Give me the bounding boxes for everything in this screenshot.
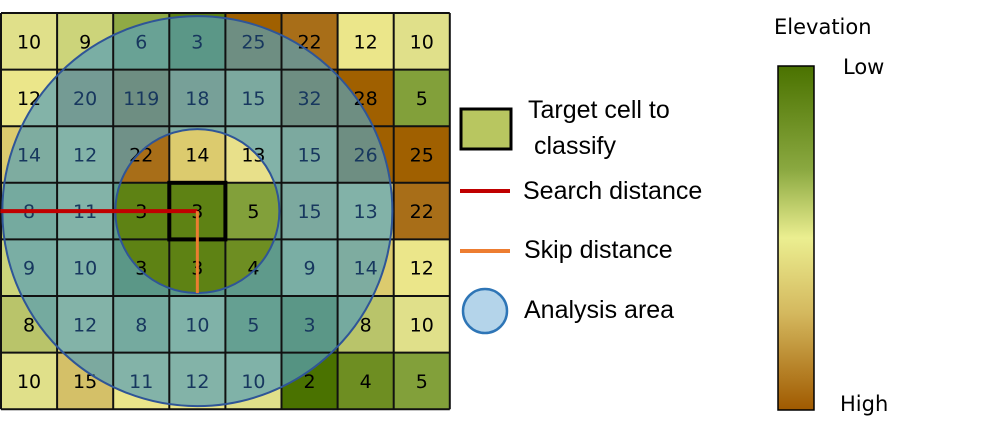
grid-cell-value: 8 bbox=[360, 314, 372, 336]
grid-cell-value: 119 bbox=[123, 88, 159, 110]
grid-cell-value: 8 bbox=[23, 314, 35, 336]
analysis-area-legend-icon bbox=[461, 287, 509, 335]
grid-cell-value: 15 bbox=[297, 201, 321, 223]
grid-cell-value: 20 bbox=[73, 88, 97, 110]
grid-cell-value: 26 bbox=[354, 145, 378, 167]
grid-cell bbox=[393, 182, 450, 240]
colorbar-high-label: High bbox=[840, 392, 889, 416]
grid-cell-value: 13 bbox=[354, 201, 378, 223]
grid-cell-value: 18 bbox=[185, 88, 209, 110]
grid-cell-value: 12 bbox=[185, 371, 209, 393]
elevation-colorbar bbox=[777, 65, 815, 411]
grid-cell bbox=[393, 69, 450, 127]
colorbar-title: Elevation bbox=[774, 15, 872, 39]
grid-cell-value: 22 bbox=[410, 201, 434, 223]
grid-cell-value: 10 bbox=[410, 31, 434, 53]
grid-cell bbox=[337, 352, 394, 410]
grid-cell-value: 32 bbox=[297, 88, 321, 110]
grid-cell-value: 10 bbox=[73, 258, 97, 280]
grid-cell-value: 25 bbox=[241, 31, 265, 53]
grid-cell-value: 10 bbox=[17, 371, 41, 393]
grid-cell-value: 13 bbox=[241, 145, 265, 167]
target-cell-legend-swatch bbox=[459, 107, 513, 151]
grid-cell-value: 12 bbox=[73, 314, 97, 336]
grid-cell-value: 15 bbox=[241, 88, 265, 110]
grid-cell-value: 11 bbox=[129, 371, 153, 393]
grid-cell bbox=[393, 13, 450, 70]
grid-cell-value: 10 bbox=[410, 314, 434, 336]
grid-cell-value: 22 bbox=[129, 145, 153, 167]
legend-target-label: Target cell to bbox=[528, 96, 670, 124]
grid-cell-value: 12 bbox=[354, 31, 378, 53]
grid-cell-value: 15 bbox=[73, 371, 97, 393]
grid-cell-value: 5 bbox=[416, 371, 428, 393]
grid-cell-value: 2 bbox=[304, 371, 316, 393]
analysis-area-ring bbox=[2, 16, 393, 407]
grid-cell-value: 9 bbox=[79, 31, 91, 53]
grid-cell bbox=[1, 352, 58, 410]
grid-cell-value: 10 bbox=[241, 371, 265, 393]
colorbar-low-label: Low bbox=[843, 55, 885, 79]
grid-cell bbox=[393, 296, 450, 353]
grid-cell bbox=[393, 352, 450, 410]
grid-cell-value: 3 bbox=[304, 314, 316, 336]
grid-cell-value: 15 bbox=[297, 145, 321, 167]
grid-cell-value: 10 bbox=[185, 314, 209, 336]
legend-target-label-2: classify bbox=[534, 132, 616, 160]
grid-cell-value: 8 bbox=[135, 314, 147, 336]
grid-cell bbox=[337, 13, 394, 70]
grid-cell-value: 3 bbox=[191, 31, 203, 53]
grid-cell-value: 25 bbox=[410, 145, 434, 167]
grid-cell bbox=[393, 239, 450, 296]
grid-cell-value: 9 bbox=[23, 258, 35, 280]
grid-cell-value: 14 bbox=[17, 145, 41, 167]
grid-cell bbox=[169, 126, 226, 183]
legend-search-label: Search distance bbox=[523, 177, 703, 205]
grid-cell-value: 6 bbox=[135, 31, 147, 53]
grid-cell bbox=[393, 126, 450, 183]
legend-analysis-label: Analysis area bbox=[524, 296, 675, 324]
grid-cell-value: 22 bbox=[297, 31, 321, 53]
grid-cell-value: 4 bbox=[360, 371, 372, 393]
grid-cell-value: 9 bbox=[304, 258, 316, 280]
grid-cell-value: 14 bbox=[185, 145, 209, 167]
grid-cell-value: 5 bbox=[247, 314, 259, 336]
grid-cell-value: 4 bbox=[247, 258, 259, 280]
grid-cell bbox=[225, 182, 282, 240]
grid-cell-value: 12 bbox=[73, 145, 97, 167]
grid-cell-value: 5 bbox=[416, 88, 428, 110]
grid-cell-value: 3 bbox=[135, 258, 147, 280]
grid-cell bbox=[1, 13, 58, 70]
grid-cell-value: 14 bbox=[354, 258, 378, 280]
legend-skip-label: Skip distance bbox=[524, 236, 673, 264]
grid-cell-value: 10 bbox=[17, 31, 41, 53]
grid-cell-value: 5 bbox=[247, 201, 259, 223]
grid-cell-value: 12 bbox=[410, 258, 434, 280]
